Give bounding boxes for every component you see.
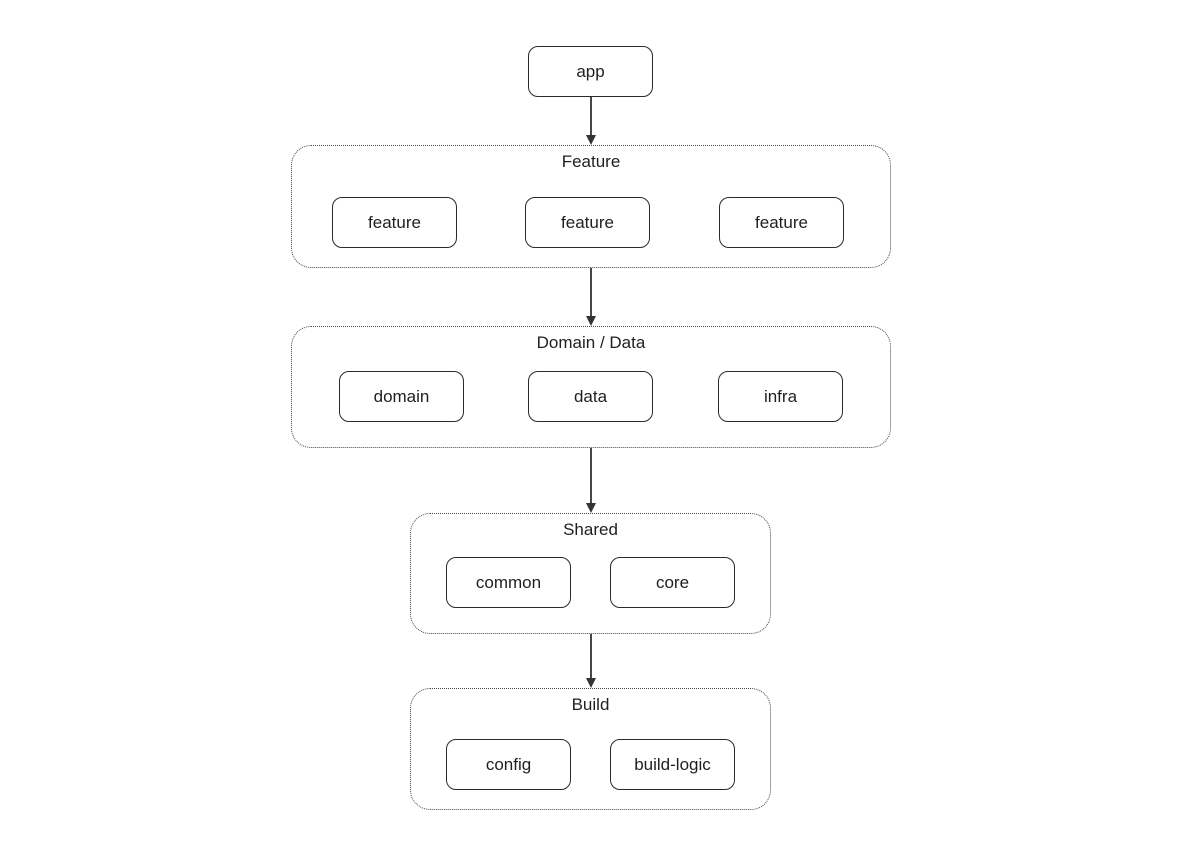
shared-group-title: Shared <box>563 520 618 539</box>
config-node-label: config <box>485 754 532 774</box>
core-node-label: core <box>655 572 690 592</box>
app-node: app <box>528 46 653 97</box>
app-node-label: app <box>576 61 605 81</box>
domain-data-group-title: Domain / Data <box>536 333 646 352</box>
infra-node: infra <box>718 371 843 422</box>
feature-node-label: feature <box>368 212 421 232</box>
build-logic-node: build-logic <box>610 739 735 790</box>
data-node-label: data <box>573 386 608 406</box>
feature-node-3: feature <box>719 197 844 248</box>
infra-node-label: infra <box>763 386 798 406</box>
feature-node-label: feature <box>561 212 614 232</box>
domain-node: domain <box>339 371 464 422</box>
feature-node-2: feature <box>525 197 650 248</box>
build-logic-node-label: build-logic <box>634 754 711 774</box>
feature-node-1: feature <box>332 197 457 248</box>
build-group-title: Build <box>571 695 610 714</box>
feature-node-label: feature <box>755 212 808 232</box>
domain-node-label: domain <box>373 386 430 406</box>
common-node-label: common <box>475 572 542 592</box>
common-node: common <box>446 557 571 608</box>
core-node: core <box>610 557 735 608</box>
config-node: config <box>446 739 571 790</box>
feature-group-title: Feature <box>561 152 621 171</box>
data-node: data <box>528 371 653 422</box>
